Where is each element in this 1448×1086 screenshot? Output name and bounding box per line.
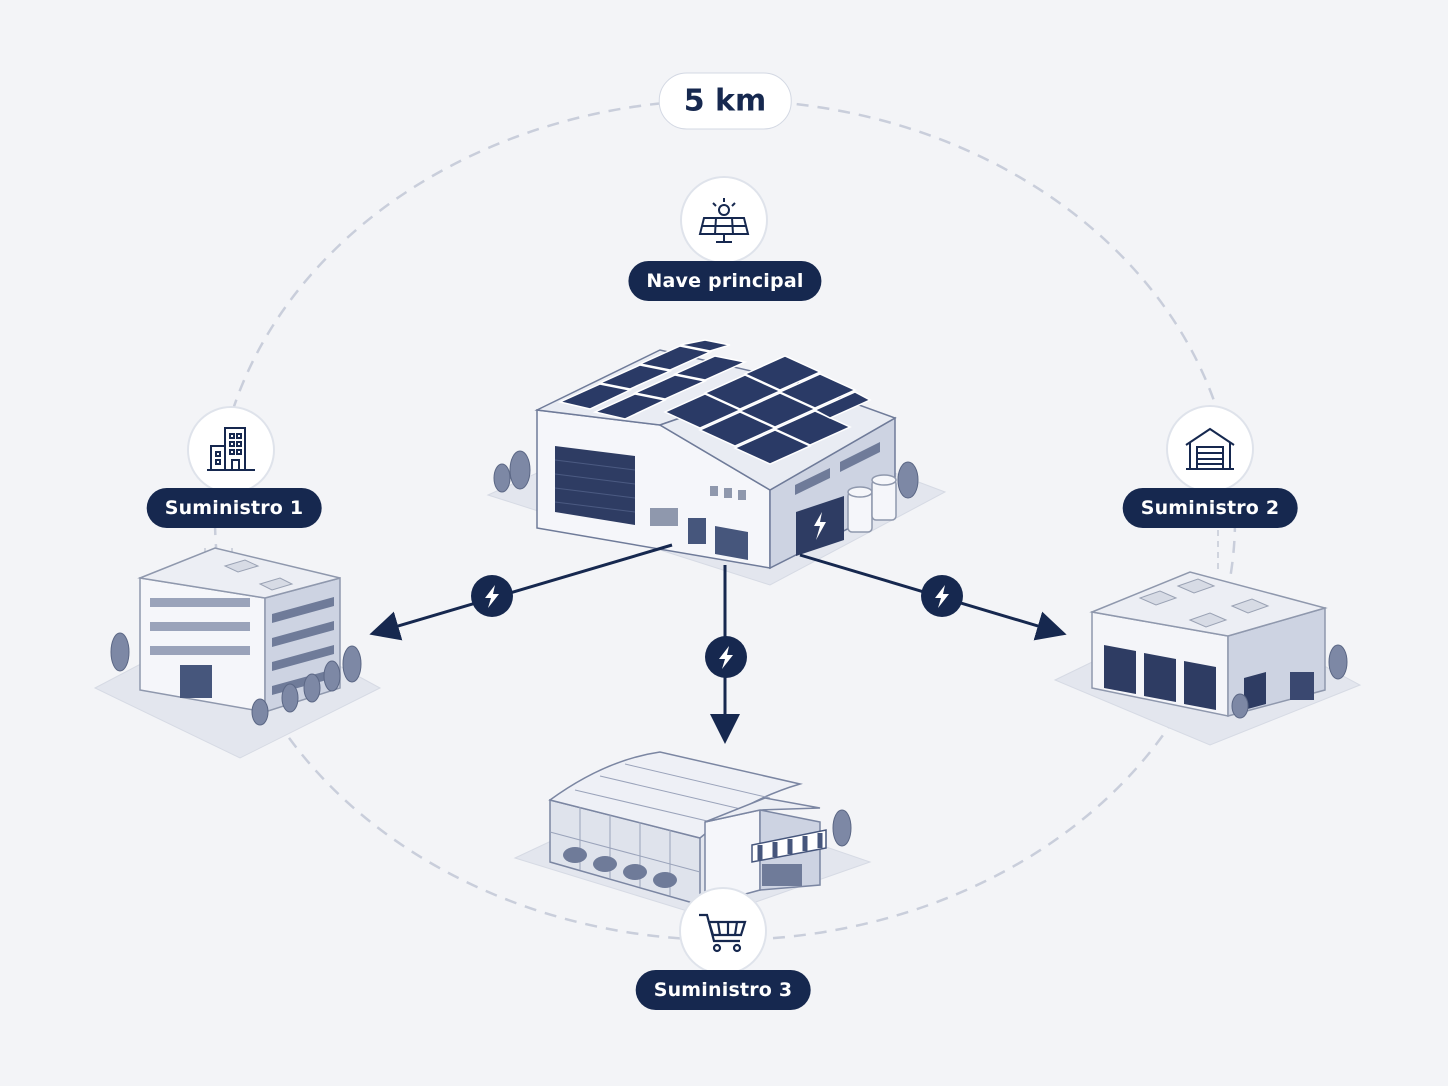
supply3-building	[513, 751, 872, 919]
connection-main-to-supply1	[369, 543, 673, 641]
office-building-icon	[187, 406, 275, 494]
lightning-bolt-icon	[471, 575, 513, 617]
supply2-building	[1053, 530, 1362, 746]
main-building	[486, 339, 947, 586]
lightning-bolt-icon	[921, 575, 963, 617]
warehouse-icon	[1166, 405, 1254, 493]
main-node-label: Nave principal	[628, 261, 822, 301]
supply2-label: Suministro 2	[1122, 488, 1298, 528]
shopping-cart-icon	[679, 887, 767, 975]
supply3-label: Suministro 3	[635, 970, 811, 1010]
radius-label: 5 km	[658, 72, 792, 130]
solar-panel-icon	[680, 176, 768, 264]
supply1-label: Suministro 1	[146, 488, 322, 528]
lightning-bolt-icon	[705, 636, 747, 678]
supply1-building	[93, 547, 382, 759]
